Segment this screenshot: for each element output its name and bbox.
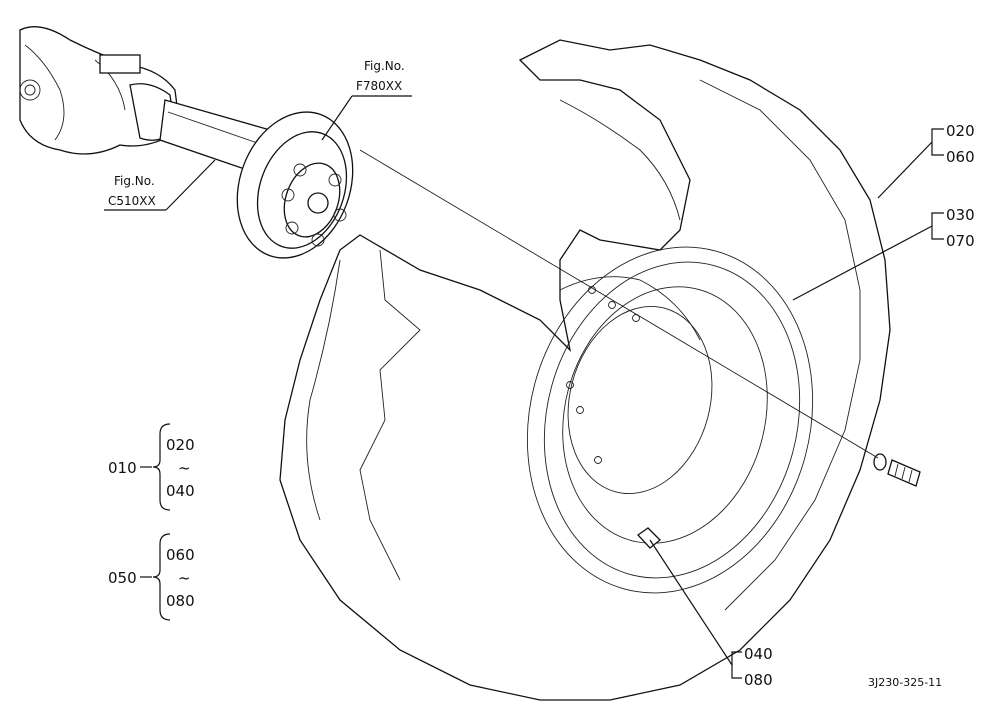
group-010: 010 020 ~ 040 — [108, 423, 195, 511]
callout-080: 080 — [744, 671, 773, 689]
tire — [279, 39, 891, 701]
fig-ref-upper-code: F780XX — [356, 79, 402, 93]
callout-060: 060 — [946, 148, 975, 166]
drawing-code: 3J230-325-11 — [868, 676, 942, 689]
group-010-tilde: ~ — [178, 459, 191, 477]
group-010-to: 040 — [166, 482, 195, 500]
assembly-center-line — [359, 149, 879, 459]
group-050-id: 050 — [108, 569, 137, 587]
axle-housing — [19, 26, 181, 155]
fig-ref-lower-code: C510XX — [108, 194, 156, 208]
group-050-to: 080 — [166, 592, 195, 610]
group-050-from: 060 — [166, 546, 195, 564]
callout-020-060: 020 060 — [877, 122, 975, 199]
group-050: 050 060 ~ 080 — [108, 533, 195, 621]
callout-030-070: 030 070 — [792, 206, 975, 301]
callout-040: 040 — [744, 645, 773, 663]
rim — [526, 246, 814, 594]
callout-040-080: 040 080 — [649, 539, 773, 689]
fig-ref-lower-label: Fig.No. — [114, 174, 155, 188]
callout-020: 020 — [946, 122, 975, 140]
fig-ref-upper-label: Fig.No. — [364, 59, 405, 73]
fig-ref-upper: Fig.No. F780XX — [321, 59, 412, 141]
callout-070: 070 — [946, 232, 975, 250]
valve-stem — [637, 527, 661, 549]
group-050-tilde: ~ — [178, 569, 191, 587]
hub-flange — [236, 111, 354, 259]
group-010-from: 020 — [166, 436, 195, 454]
group-010-id: 010 — [108, 459, 137, 477]
wheel-bolt — [873, 453, 921, 487]
callout-030: 030 — [946, 206, 975, 224]
fig-ref-lower: Fig.No. C510XX — [104, 159, 216, 211]
